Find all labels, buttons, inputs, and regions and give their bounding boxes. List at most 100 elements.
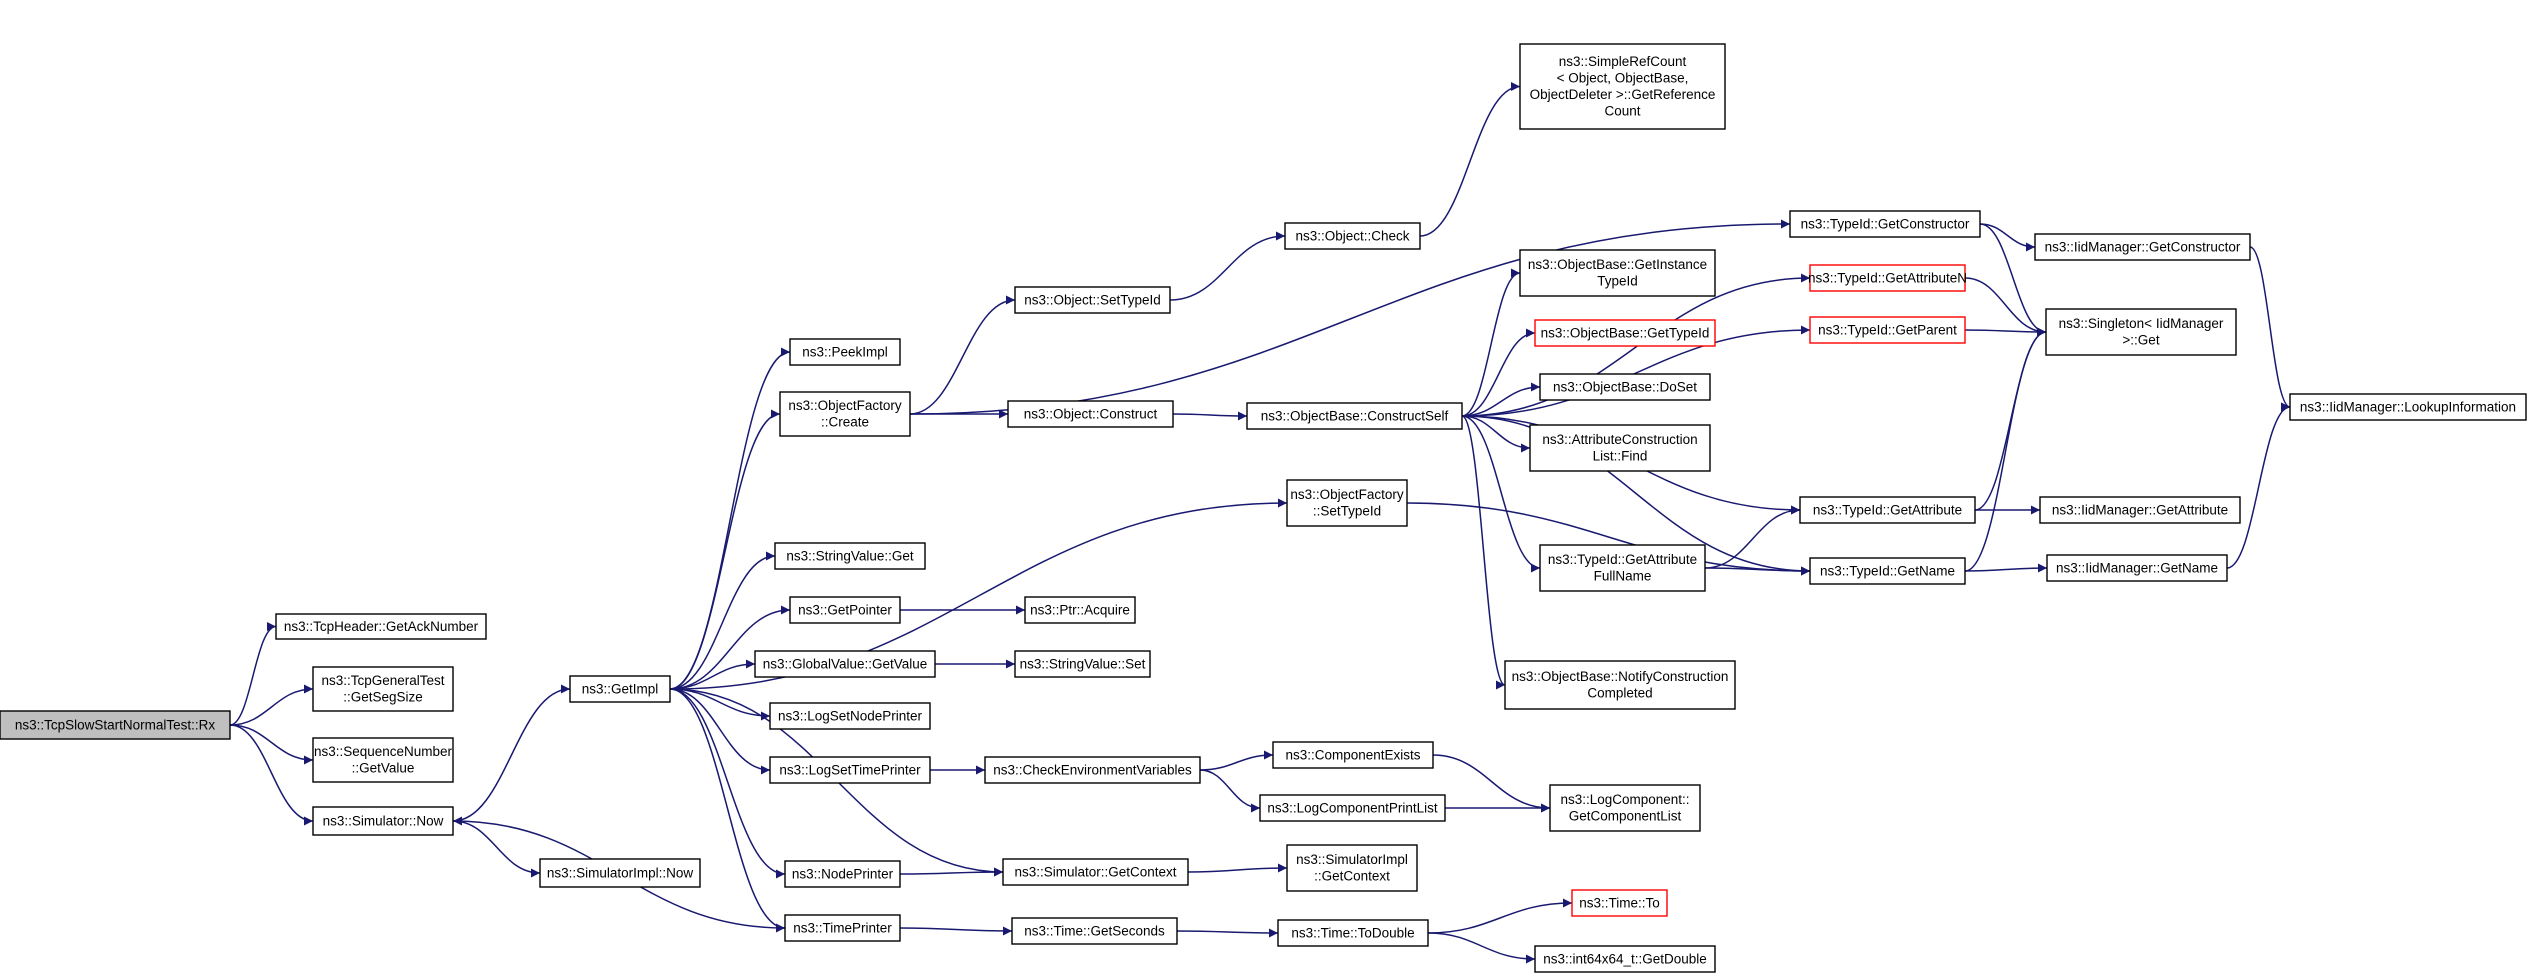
- node-label: ns3::IidManager::LookupInformation: [2300, 399, 2516, 414]
- node-label: ns3::Simulator::Now: [323, 813, 444, 828]
- call-edge-ns3-tcpslowstartnormaltest-rx-to-ns3-tcpheader-getacknumber: [229, 622, 277, 726]
- node-ns3-logcomponentprintlist[interactable]: ns3::LogComponentPrintList: [1259, 794, 1446, 822]
- node-ns3-typeid-getparent[interactable]: ns3::TypeId::GetParent: [1809, 316, 1966, 344]
- call-edge-ns3-objectbase-constructself-to-ns3-typeid-getname: [1461, 415, 1811, 576]
- node-ns3-getpointer[interactable]: ns3::GetPointer: [789, 596, 901, 624]
- node-ns3-typeid-getattribute[interactable]: ns3::TypeId::GetAttribute: [1799, 496, 1976, 524]
- node-ns3-iidmanager-getname[interactable]: ns3::IidManager::GetName: [2046, 554, 2228, 582]
- node-ns3-getimpl[interactable]: ns3::GetImpl: [569, 675, 671, 703]
- node-ns3-simulatorimpl-now[interactable]: ns3::SimulatorImpl::Now: [539, 858, 701, 888]
- call-edge-ns3-timeprinter-to-ns3-time-getseconds: [899, 926, 1013, 936]
- node-ns3-objectfactory-settypeid[interactable]: ns3::ObjectFactory::SetTypeId: [1286, 479, 1408, 527]
- node-box: [2046, 554, 2228, 582]
- node-box: [1534, 945, 1716, 973]
- node-box: [1789, 210, 1981, 238]
- call-edge-ns3-object-construct-to-ns3-objectbase-constructself: [1172, 411, 1248, 421]
- node-label: ns3::ObjectBase::NotifyConstruction: [1512, 669, 1729, 684]
- call-edge-ns3-simulator-now-to-ns3-simulatorimpl-now: [452, 820, 541, 878]
- node-label: ns3::LogComponentPrintList: [1267, 800, 1438, 815]
- call-edge-ns3-getimpl-to-ns3-nodeprinter: [669, 688, 786, 879]
- node-ns3-simplerefcount-object-objectbase-objectdeleter-getreference-count[interactable]: ns3::SimpleRefCount< Object, ObjectBase,…: [1519, 43, 1726, 130]
- node-ns3-objectbase-constructself[interactable]: ns3::ObjectBase::ConstructSelf: [1246, 402, 1463, 430]
- call-edge-ns3-objectfactory-create-to-ns3-object-settypeid: [909, 295, 1016, 415]
- node-label: ns3::NodePrinter: [792, 866, 894, 881]
- node-ns3-logcomponent-getcomponentlist[interactable]: ns3::LogComponent::GetComponentList: [1549, 784, 1701, 832]
- node-label: ns3::TypeId::GetAttribute: [1548, 552, 1697, 567]
- call-edge-ns3-typeid-getattributen-to-ns3-singleton-iidmanager-get: [1964, 277, 2047, 337]
- node-box: [569, 675, 671, 703]
- node-ns3-object-settypeid[interactable]: ns3::Object::SetTypeId: [1014, 286, 1171, 314]
- node-ns3-stringvalue-get[interactable]: ns3::StringValue::Get: [774, 542, 926, 570]
- node-ns3-logsetnodeprinter[interactable]: ns3::LogSetNodePrinter: [769, 702, 931, 730]
- node-box: [1011, 917, 1178, 945]
- node-layer: ns3::TcpSlowStartNormalTest::Rx ns3::TcpH…: [0, 43, 2527, 973]
- node-ns3-tcpgeneraltest-getsegsize[interactable]: ns3::TcpGeneralTest::GetSegSize: [312, 666, 454, 712]
- node-label: List::Find: [1593, 449, 1648, 464]
- call-edge-ns3-checkenvironmentvariables-to-ns3-componentexists: [1199, 750, 1274, 771]
- node-ns3-time-getseconds[interactable]: ns3::Time::GetSeconds: [1011, 917, 1178, 945]
- node-box: [1504, 660, 1736, 710]
- node-ns3-singleton-iidmanager-get[interactable]: ns3::Singleton< IidManager >::Get: [2045, 308, 2237, 356]
- node-ns3-tcpheader-getacknumber[interactable]: ns3::TcpHeader::GetAckNumber: [275, 613, 487, 640]
- node-label: ns3::TypeId::GetName: [1820, 563, 1955, 578]
- node-box: [984, 756, 1201, 784]
- call-edge-ns3-objectbase-constructself-to-ns3-typeid-getattribute-fullname: [1461, 415, 1541, 573]
- node-ns3-checkenvironmentvariables[interactable]: ns3::CheckEnvironmentVariables: [984, 756, 1201, 784]
- node-ns3-peekimpl[interactable]: ns3::PeekImpl: [789, 338, 901, 366]
- node-ns3-iidmanager-getattribute[interactable]: ns3::IidManager::GetAttribute: [2039, 496, 2241, 524]
- node-ns3-objectbase-doset[interactable]: ns3::ObjectBase::DoSet: [1539, 373, 1711, 401]
- node-ns3-iidmanager-lookupinformation[interactable]: ns3::IidManager::LookupInformation: [2289, 393, 2527, 421]
- node-ns3-object-check[interactable]: ns3::Object::Check: [1284, 222, 1421, 250]
- node-box: [1571, 889, 1668, 917]
- node-ns3-object-construct[interactable]: ns3::Object::Construct: [1007, 400, 1174, 428]
- node-ns3-int64x64-t-getdouble[interactable]: ns3::int64x64_t::GetDouble: [1534, 945, 1716, 973]
- node-ns3-iidmanager-getconstructor[interactable]: ns3::IidManager::GetConstructor: [2034, 233, 2251, 261]
- node-label: ns3::GetImpl: [582, 681, 659, 696]
- node-ns3-objectbase-gettypeid[interactable]: ns3::ObjectBase::GetTypeId: [1534, 319, 1716, 347]
- node-box: [1286, 844, 1418, 892]
- node-label: ns3::ObjectBase::GetTypeId: [1541, 325, 1710, 340]
- call-edge-ns3-objectbase-constructself-to-ns3-typeid-getparent: [1461, 325, 1811, 417]
- node-label: ns3::Singleton< IidManager: [2059, 316, 2224, 331]
- call-edge-ns3-getimpl-to-ns3-stringvalue-get: [669, 551, 776, 690]
- call-edge-ns3-time-getseconds-to-ns3-time-todouble: [1176, 928, 1279, 938]
- node-ns3-typeid-getname[interactable]: ns3::TypeId::GetName: [1809, 557, 1966, 585]
- node-ns3-time-to[interactable]: ns3::Time::To: [1571, 889, 1668, 917]
- node-ns3-simulator-now[interactable]: ns3::Simulator::Now: [312, 806, 454, 836]
- call-edge-ns3-nodeprinter-to-ns3-simulator-getcontext: [899, 867, 1004, 877]
- node-label: ns3::Object::Construct: [1024, 406, 1158, 421]
- node-box: [1809, 557, 1966, 585]
- node-ns3-timeprinter[interactable]: ns3::TimePrinter: [784, 914, 901, 942]
- node-ns3-componentexists[interactable]: ns3::ComponentExists: [1272, 741, 1434, 769]
- call-edge-ns3-time-todouble-to-ns3-int64x64-t-getdouble: [1427, 932, 1536, 964]
- node-ns3-typeid-getconstructor[interactable]: ns3::TypeId::GetConstructor: [1789, 210, 1981, 238]
- node-ns3-time-todouble[interactable]: ns3::Time::ToDouble: [1277, 919, 1429, 947]
- node-ns3-globalvalue-getvalue[interactable]: ns3::GlobalValue::GetValue: [754, 650, 936, 678]
- node-ns3-objectfactory-create[interactable]: ns3::ObjectFactory::Create: [779, 391, 911, 437]
- node-box: [779, 391, 911, 437]
- node-ns3-nodeprinter[interactable]: ns3::NodePrinter: [784, 860, 901, 888]
- call-edge-ns3-getimpl-to-ns3-globalvalue-getvalue: [669, 659, 756, 690]
- node-label: ns3::Ptr::Acquire: [1030, 602, 1130, 617]
- node-ns3-logsettimeprinter[interactable]: ns3::LogSetTimePrinter: [769, 756, 931, 784]
- node-label: ns3::SimpleRefCount: [1559, 54, 1687, 69]
- node-ns3-simulator-getcontext[interactable]: ns3::Simulator::GetContext: [1002, 858, 1189, 886]
- node-box: [1539, 373, 1711, 401]
- call-edge-ns3-componentexists-to-ns3-logcomponent-getcomponentlist: [1432, 754, 1551, 813]
- node-ns3-simulatorimpl-getcontext[interactable]: ns3::SimulatorImpl::GetContext: [1286, 844, 1418, 892]
- node-ns3-stringvalue-set[interactable]: ns3::StringValue::Set: [1014, 650, 1151, 678]
- node-ns3-ptr-acquire[interactable]: ns3::Ptr::Acquire: [1024, 596, 1136, 624]
- node-ns3-typeid-getattributen[interactable]: ns3::TypeId::GetAttributeN: [1808, 264, 1967, 292]
- node-ns3-sequencenumber-getvalue[interactable]: ns3::SequenceNumber::GetValue: [312, 737, 454, 783]
- call-edge-ns3-getimpl-to-ns3-peekimpl: [669, 347, 791, 690]
- call-edge-ns3-objectfactory-settypeid-to-ns3-typeid-getname: [1406, 502, 1811, 576]
- call-edge-ns3-getimpl-to-ns3-logsettimeprinter: [669, 688, 771, 775]
- node-ns3-objectbase-notifyconstruction-completed[interactable]: ns3::ObjectBase::NotifyConstructionCompl…: [1504, 660, 1736, 710]
- node-box: [769, 756, 931, 784]
- node-ns3-tcpslowstartnormaltest-rx[interactable]: ns3::TcpSlowStartNormalTest::Rx: [0, 710, 231, 740]
- node-box: [1809, 316, 1966, 344]
- node-label: ns3::SimulatorImpl::Now: [547, 865, 694, 880]
